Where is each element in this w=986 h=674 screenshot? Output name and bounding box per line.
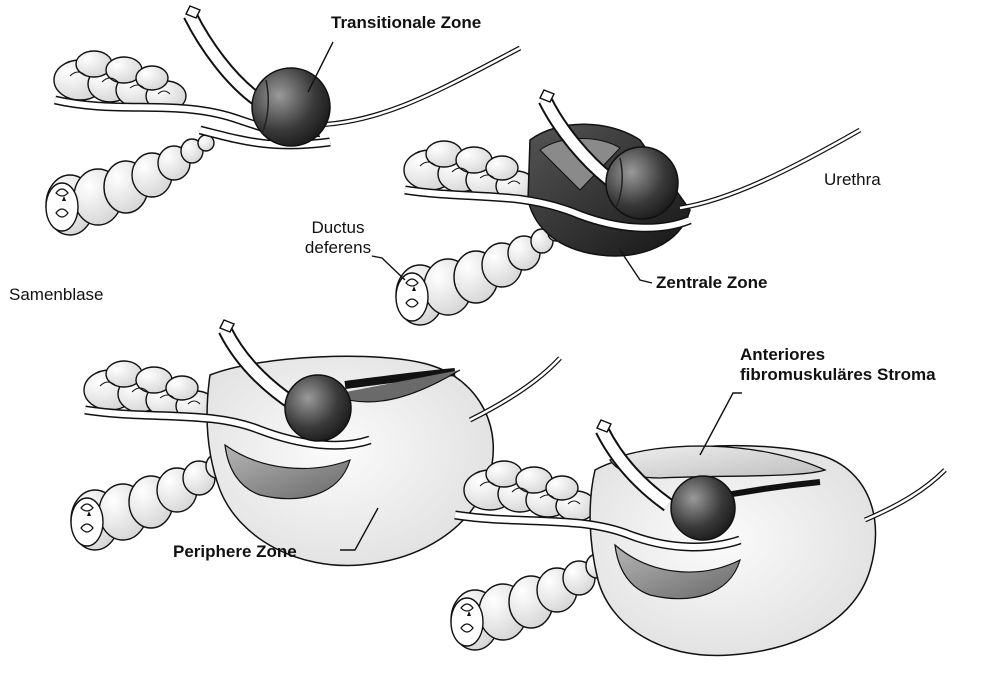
label-transitional-zone: Transitionale Zone [331,13,481,33]
label-ductus-deferens: Ductus deferens [300,218,376,258]
label-urethra: Urethra [824,170,881,190]
panel-central-zone [372,90,860,325]
label-ductus-line1: Ductus [300,218,376,238]
label-samenblase: Samenblase [9,285,104,305]
label-ductus-line2: deferens [300,238,376,258]
panel-transitional-zone [46,6,520,235]
ductus-deferens-leader [372,256,405,280]
panel-anterior-stroma [451,393,945,655]
label-central-zone: Zentrale Zone [656,273,767,293]
label-peripheral-zone: Periphere Zone [173,542,297,562]
label-anterior-line2: fibromuskuläres Stroma [740,365,936,385]
label-anterior-line1: Anteriores [740,345,936,365]
panel-peripheral-zone [71,320,560,566]
transitional-zone-shape [252,68,330,146]
label-anterior-stroma: Anteriores fibromuskuläres Stroma [740,345,936,385]
